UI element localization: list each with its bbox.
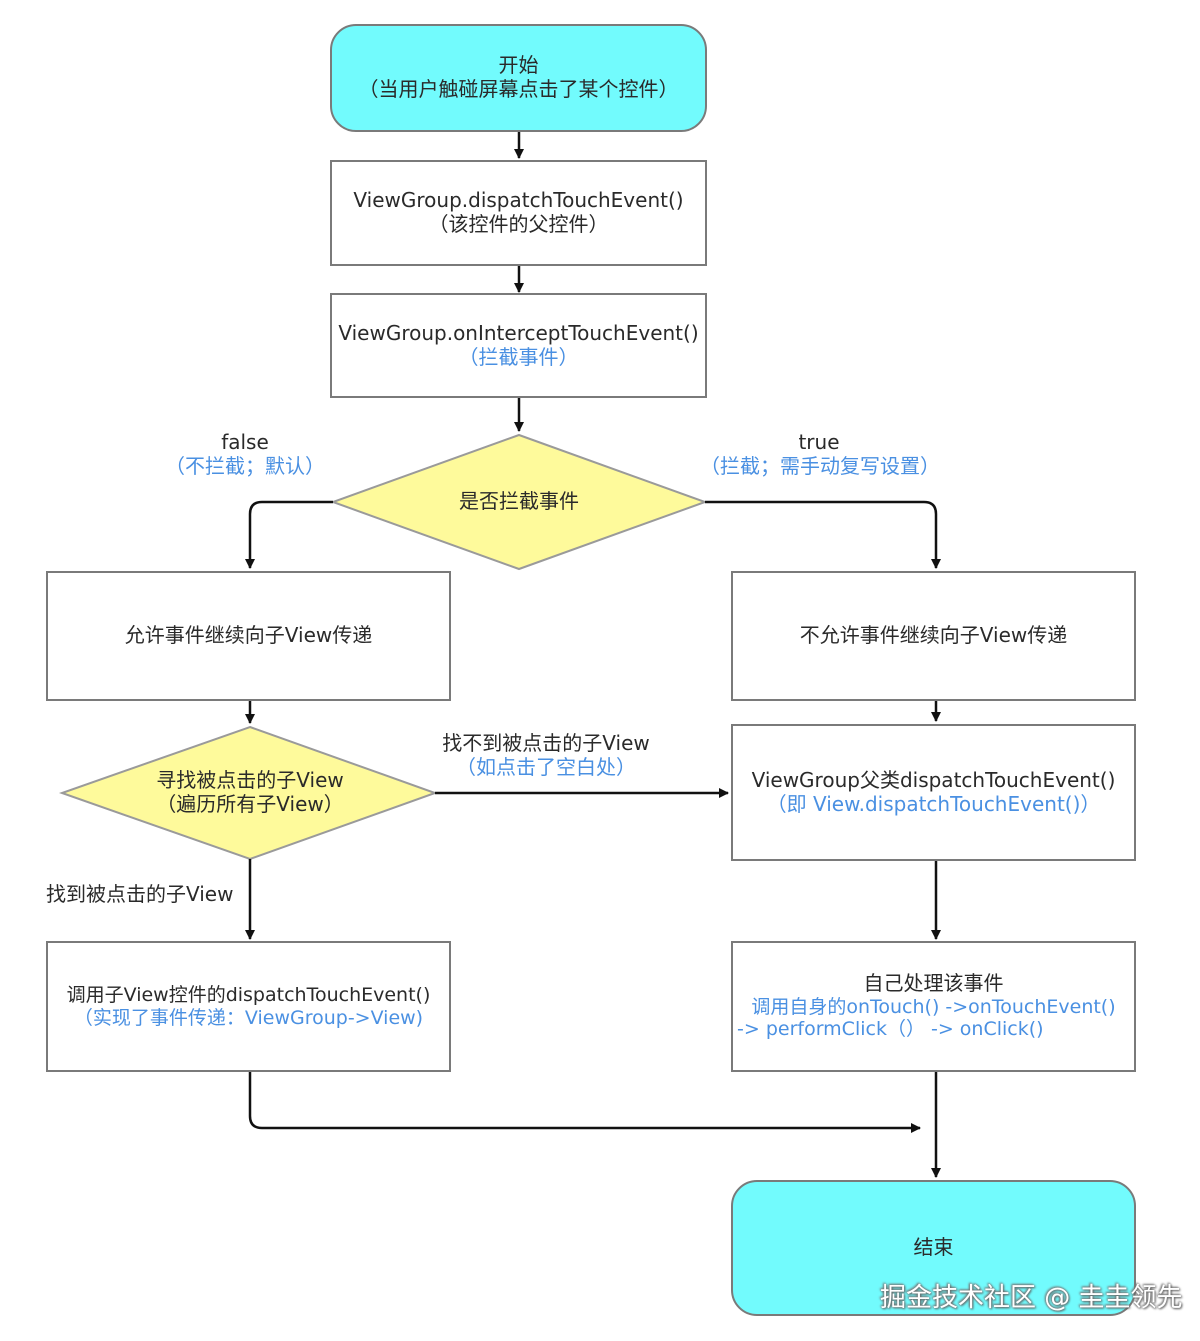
intercept-title: ViewGroup.onInterceptTouchEvent() xyxy=(338,320,699,345)
edge-label-found-title: 找到被点击的子View xyxy=(46,882,234,906)
decision-diamond-intercept xyxy=(330,433,708,571)
allow-title: 允许事件继续向子View传递 xyxy=(124,623,373,648)
arrow-child-dispatch-to-end xyxy=(248,1072,921,1133)
deny-node: 不允许事件继续向子View传递 xyxy=(731,571,1136,701)
self-handle-title: 自己处理该事件 xyxy=(863,971,1004,996)
watermark-text: 掘金技术社区 @ 圭圭领先 xyxy=(880,1283,1183,1313)
edge-label-not-found: 找不到被点击的子View （如点击了空白处） xyxy=(436,731,656,779)
dispatch-title: ViewGroup.dispatchTouchEvent() xyxy=(353,188,684,213)
parent-dispatch-node: ViewGroup父类dispatchTouchEvent() （即 View.… xyxy=(731,724,1136,861)
parent-dispatch-title: ViewGroup父类dispatchTouchEvent() xyxy=(751,767,1116,792)
child-dispatch-subtitle: （实现了事件传递：ViewGroup->View) xyxy=(73,1006,424,1029)
self-handle-node: 自己处理该事件 调用自身的onTouch() ->onTouchEvent() … xyxy=(731,941,1136,1072)
decision-intercept-text: 是否拦截事件 xyxy=(380,480,658,524)
decision-find-text: 寻找被点击的子View （遍历所有子View） xyxy=(110,767,390,819)
edge-label-false: false （不拦截；默认） xyxy=(150,430,340,478)
edge-label-false-title: false xyxy=(221,430,269,454)
start-subtitle: （当用户触碰屏幕点击了某个控件） xyxy=(358,77,679,101)
end-title: 结束 xyxy=(913,1235,954,1260)
self-handle-detail-2: -> performClick（） -> onClick() xyxy=(737,1018,1044,1041)
intercept-node: ViewGroup.onInterceptTouchEvent() （拦截事件） xyxy=(330,293,707,398)
allow-node: 允许事件继续向子View传递 xyxy=(46,571,451,701)
edge-label-true-title: true xyxy=(798,430,840,454)
arrow-true-to-deny xyxy=(705,500,941,569)
dispatch-node: ViewGroup.dispatchTouchEvent() （该控件的父控件） xyxy=(330,160,707,266)
end-node: 结束 xyxy=(731,1180,1136,1316)
deny-title: 不允许事件继续向子View传递 xyxy=(799,623,1068,648)
edge-label-found: 找到被点击的子View xyxy=(46,882,246,907)
dispatch-subtitle: （该控件的父控件） xyxy=(428,212,609,236)
start-node: 开始 （当用户触碰屏幕点击了某个控件） xyxy=(330,24,707,132)
edge-label-true: true （拦截；需手动复写设置） xyxy=(700,430,940,478)
edge-label-not-found-title: 找不到被点击的子View xyxy=(442,731,650,755)
intercept-subtitle: （拦截事件） xyxy=(458,344,579,369)
edge-label-false-note: （不拦截；默认） xyxy=(165,453,325,478)
decision-intercept-label: 是否拦截事件 xyxy=(459,489,579,514)
decision-find-subtitle: （遍历所有子View） xyxy=(156,792,344,816)
parent-dispatch-subtitle: （即 View.dispatchTouchEvent()） xyxy=(766,791,1101,816)
decision-find-title: 寻找被点击的子View xyxy=(156,768,344,793)
edge-label-true-note: （拦截；需手动复写设置） xyxy=(700,453,940,478)
child-dispatch-node: 调用子View控件的dispatchTouchEvent() （实现了事件传递：… xyxy=(46,941,451,1072)
self-handle-detail-1: 调用自身的onTouch() ->onTouchEvent() xyxy=(751,995,1116,1018)
edge-label-not-found-note: （如点击了空白处） xyxy=(456,754,636,779)
start-title: 开始 xyxy=(498,53,539,78)
arrow-false-to-allow xyxy=(245,500,333,569)
child-dispatch-title: 调用子View控件的dispatchTouchEvent() xyxy=(66,984,431,1007)
